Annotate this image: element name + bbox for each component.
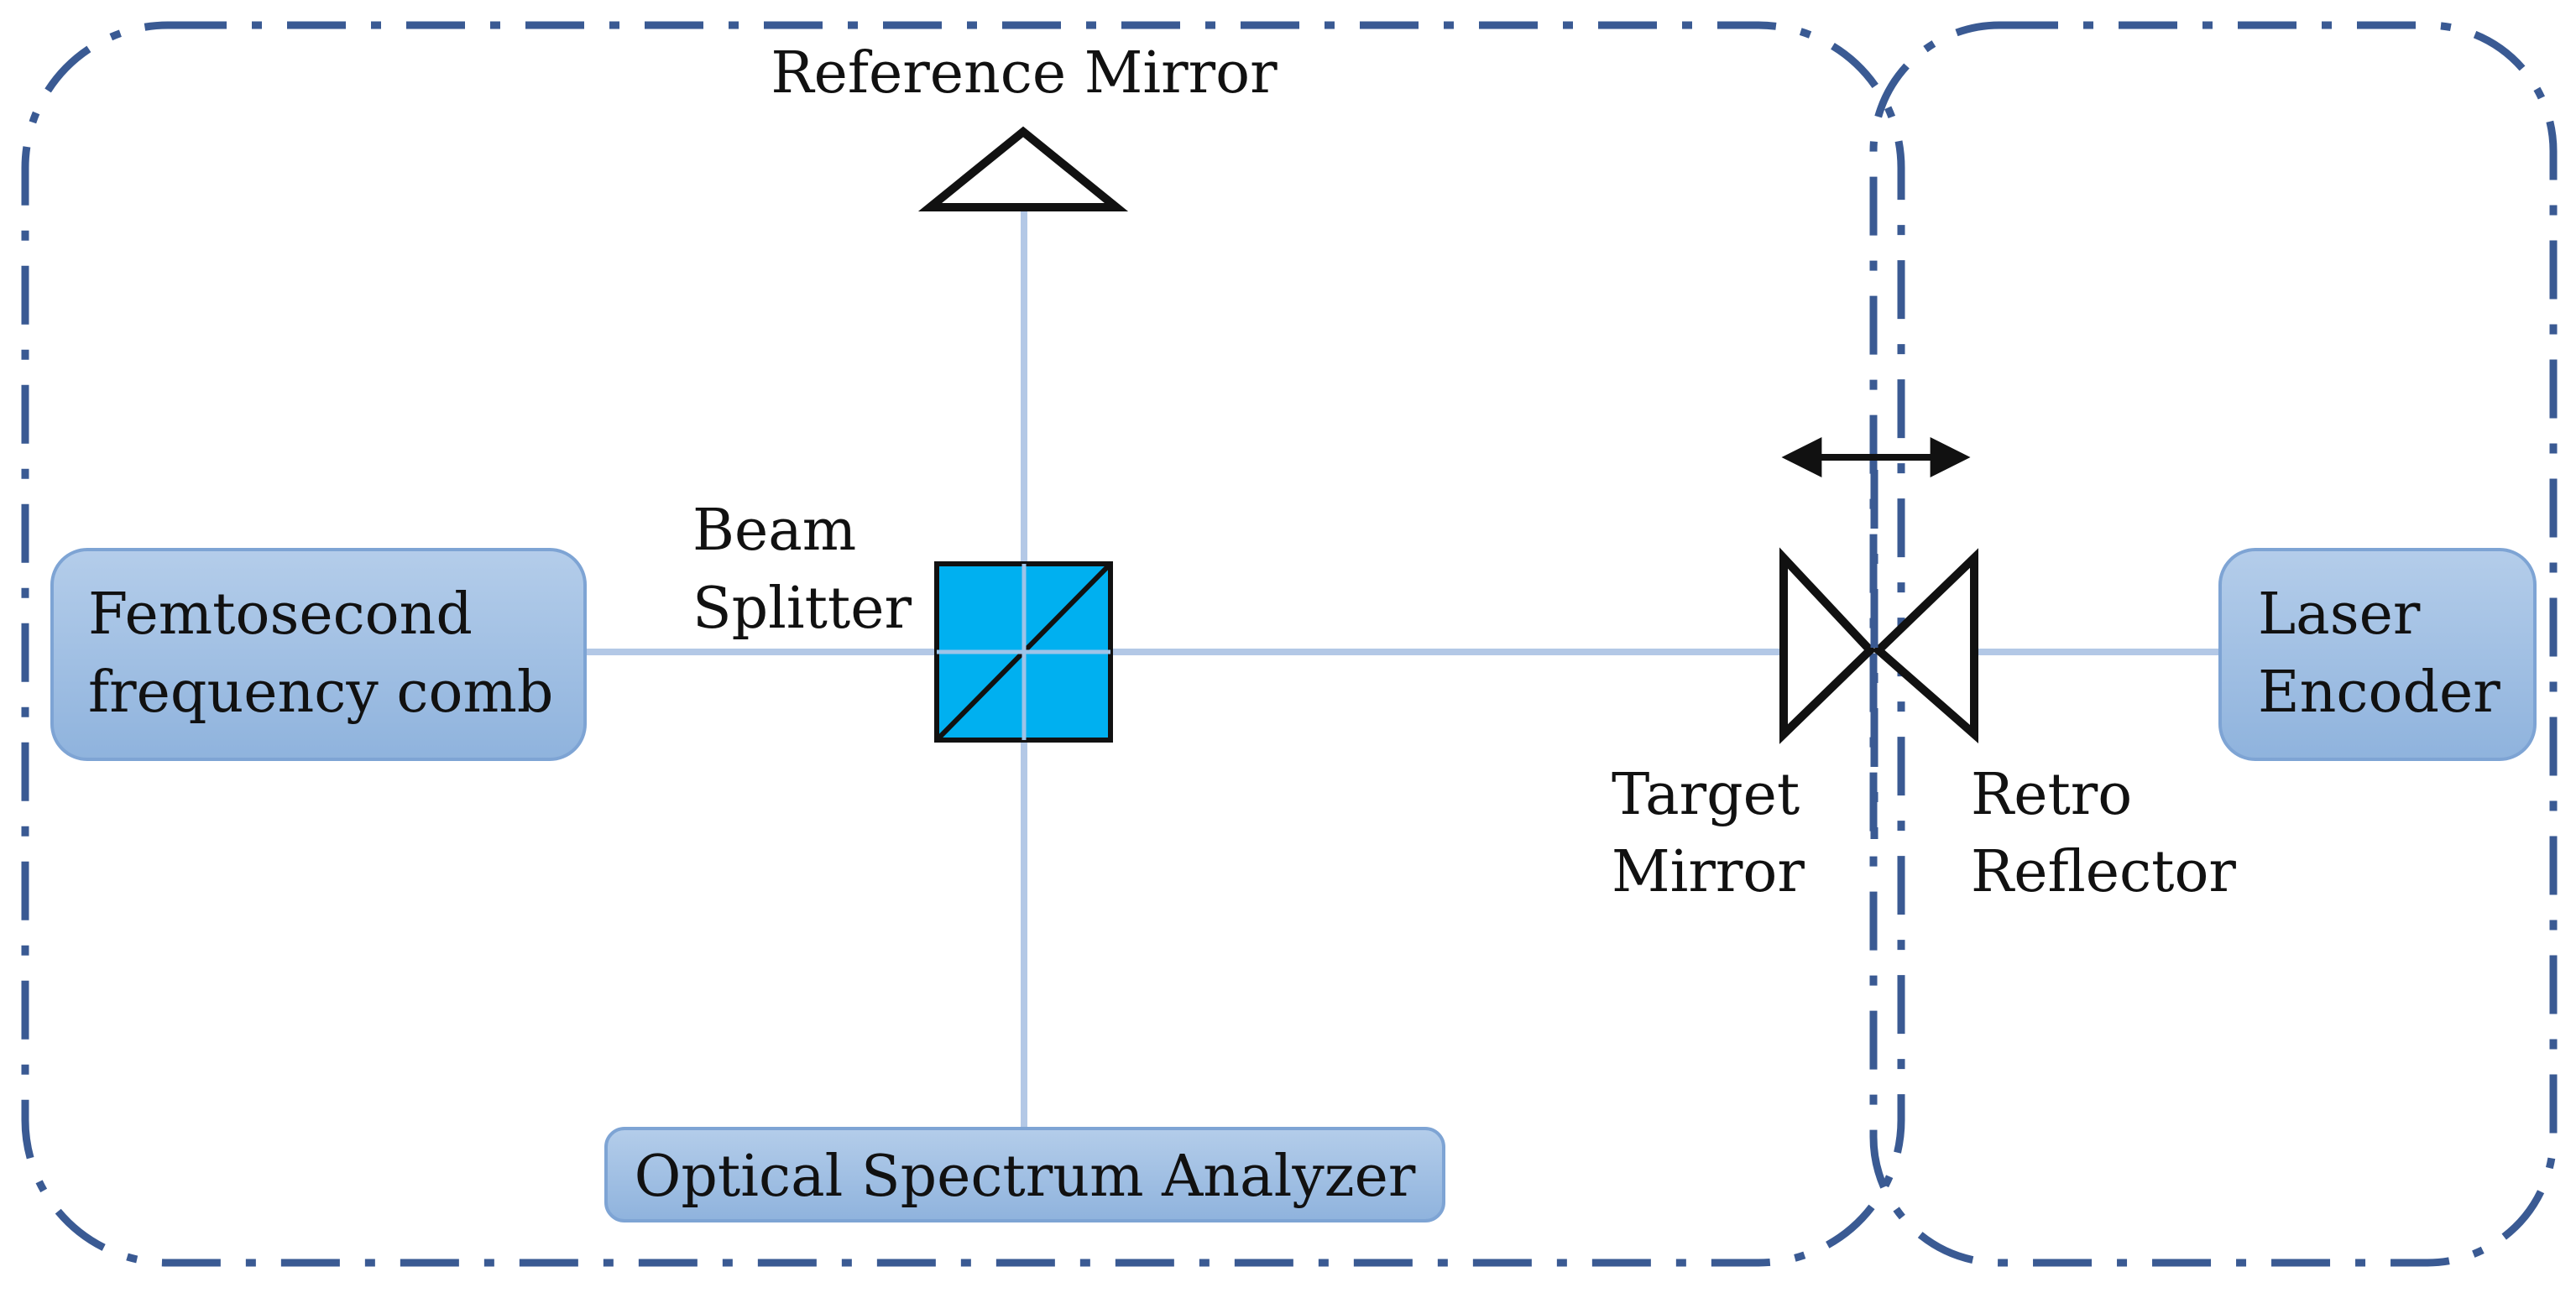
femtosecond-comb-label-line2: frequency comb [88, 659, 553, 726]
retro-reflector-icon [1872, 548, 1978, 744]
target-mirror-icon [1779, 547, 1877, 744]
retro-reflector-label-line1: Retro [1971, 762, 2132, 828]
retro-reflector-label-line2: Reflector [1971, 839, 2236, 905]
beam-splitter-label-line1: Beam [692, 498, 856, 564]
femtosecond-comb-box: Femtosecond frequency comb [50, 548, 587, 761]
target-mirror-label-line1: Target [1612, 762, 1800, 828]
right-enclosure [1869, 21, 2558, 1267]
target-mirror-label-line2: Mirror [1612, 839, 1805, 905]
laser-encoder-box: Laser Encoder [2218, 548, 2537, 761]
beam-splitter-icon [934, 561, 1113, 743]
laser-encoder-label-line2: Encoder [2258, 659, 2500, 726]
laser-encoder-label-line1: Laser [2258, 581, 2421, 648]
optical-spectrum-analyzer-label: Optical Spectrum Analyzer [635, 1144, 1416, 1210]
reference-mirror-icon [917, 126, 1129, 211]
femtosecond-comb-label-line1: Femtosecond [88, 581, 473, 648]
optical-spectrum-analyzer-box: Optical Spectrum Analyzer [604, 1127, 1445, 1222]
reference-mirror-label: Reference Mirror [771, 40, 1278, 107]
beam-splitter-label-line2: Splitter [692, 576, 912, 642]
